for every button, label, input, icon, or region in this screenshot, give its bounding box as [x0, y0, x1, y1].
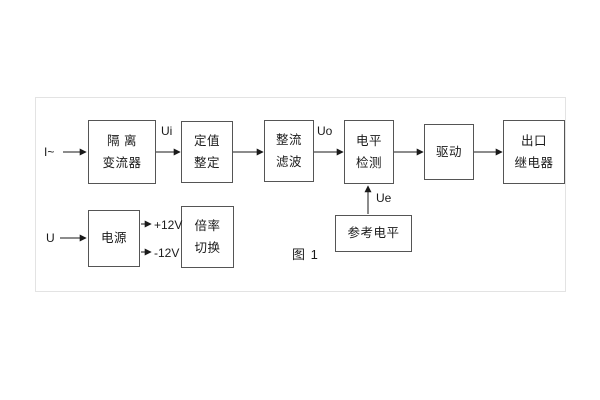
block-reference-level: 参考电平 [335, 215, 412, 252]
block-label: 继电器 [514, 155, 554, 170]
block-label: 倍率 [194, 219, 221, 233]
figure-caption: 图 1 [292, 247, 319, 262]
block-label: 电平 [355, 134, 382, 148]
signal-label-ue: Ue [376, 191, 392, 205]
input-label-i: I~ [44, 145, 55, 159]
block-drive: 驱动 [424, 124, 474, 180]
input-label-u: U [46, 231, 55, 245]
block-label: 变流器 [102, 155, 142, 170]
block-power-supply: 电源 [88, 210, 140, 267]
block-label: 检测 [355, 155, 382, 170]
block-ratio-switch: 倍率 切换 [181, 206, 234, 268]
block-label: 隔 离 [107, 134, 137, 148]
block-label: 出口 [520, 134, 547, 148]
block-setting-adjust: 定值 整定 [181, 121, 233, 183]
block-rectify-filter: 整流 滤波 [264, 120, 314, 182]
block-level-detect: 电平 检测 [344, 120, 394, 184]
rail-label-pos12: +12V [154, 218, 183, 232]
block-output-relay: 出口 继电器 [503, 120, 565, 184]
block-label: 整流 [275, 133, 302, 147]
block-label: 定值 [193, 134, 220, 148]
signal-label-ui: Ui [161, 124, 173, 138]
signal-label-uo: Uo [317, 124, 333, 138]
block-label: 电源 [100, 231, 127, 246]
block-label: 滤波 [275, 154, 302, 169]
block-label: 切换 [194, 240, 221, 255]
block-label: 整定 [193, 155, 220, 170]
figure-frame [35, 97, 566, 292]
block-label: 参考电平 [347, 226, 400, 241]
block-isolation-transformer: 隔 离 变流器 [88, 120, 156, 184]
block-label: 驱动 [435, 144, 462, 159]
rail-label-neg12: -12V [154, 246, 180, 260]
